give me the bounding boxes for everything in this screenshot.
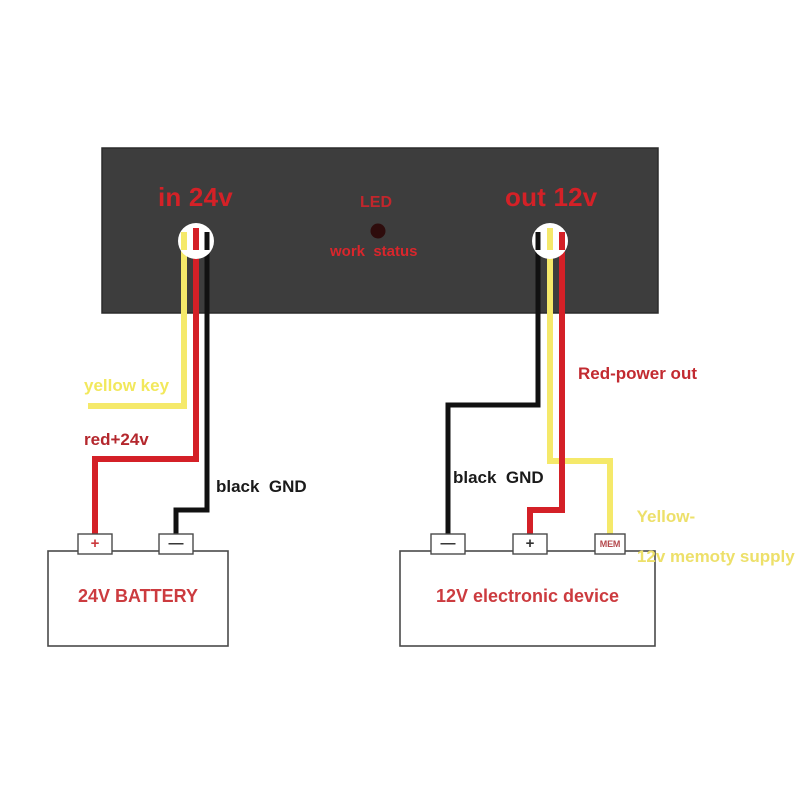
load-positive-label: + [525,535,535,552]
red-24v-label: red+24v [84,430,149,449]
load-terminal-positive [512,533,548,555]
battery-terminal-negative [158,533,194,555]
wire-red-24v-input [92,243,199,534]
load-device-body [399,550,656,647]
black-gnd-right-label: black GND [453,468,544,487]
wire-yellow-key [88,243,187,409]
yellow-key-label: yellow key [84,376,170,395]
battery-terminal-positive [77,533,113,555]
battery-positive-label: + [90,535,100,552]
load-device-title: 12V electronic device [435,586,620,606]
load-negative-label: — [440,535,456,552]
yellow-memory-supply-line2: 12v memoty supply [636,547,795,567]
yellow-memory-supply-label: Yellow- 12v memoty supply [618,487,795,587]
load-memory-label: MEM [599,539,621,549]
battery-body [47,550,229,647]
yellow-memory-supply-line1: Yellow- [636,507,696,527]
load-terminal-memory [594,533,626,555]
led-indicator-icon [370,223,386,239]
led-label: LED [360,194,392,211]
battery-negative-label: — [168,535,184,552]
input-port-label: in 24v [158,182,233,212]
load-terminal-negative [430,533,466,555]
battery-title: 24V BATTERY [77,586,199,606]
wire-black-gnd-right [445,243,541,534]
wire-red-power-out [527,243,565,534]
led-status-label: work status [330,243,418,260]
output-port-label: out 12v [505,182,598,212]
wire-black-gnd-left [173,243,210,534]
black-gnd-left-label: black GND [216,477,307,496]
wire-yellow-memory-supply [547,243,613,534]
red-power-out-label: Red-power out [578,364,697,383]
